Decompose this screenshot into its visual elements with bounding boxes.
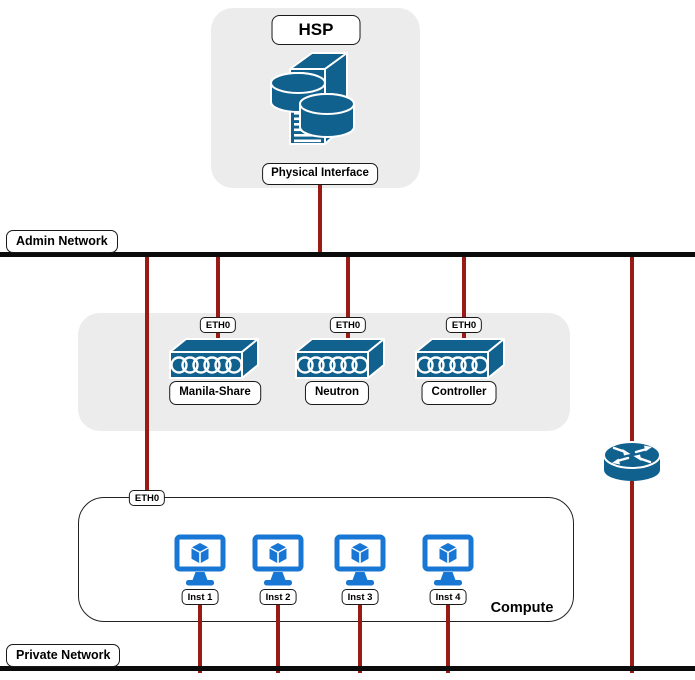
router-icon xyxy=(603,441,661,481)
vm-monitor-icon-inst2 xyxy=(252,534,304,586)
physical-interface-label: Physical Interface xyxy=(262,163,378,185)
wire-admin-to-manila xyxy=(216,255,220,345)
compute-box xyxy=(78,497,574,622)
switch-icon-manila xyxy=(169,338,259,379)
wire-admin-to-controller xyxy=(462,255,466,345)
eth0-label-controller: ETH0 xyxy=(445,317,483,334)
inst3-label: Inst 3 xyxy=(341,589,379,606)
private-network-label: Private Network xyxy=(6,644,121,667)
inst2-label: Inst 2 xyxy=(259,589,297,606)
admin-network-bus xyxy=(0,252,695,257)
wire-inst2-to-private xyxy=(276,603,280,673)
admin-network-label: Admin Network xyxy=(6,230,118,253)
wire-inst4-to-private xyxy=(446,603,450,673)
vm-monitor-icon-inst1 xyxy=(174,534,226,586)
switch-name-manila: Manila-Share xyxy=(169,381,261,405)
vm-monitor-icon-inst3 xyxy=(334,534,386,586)
wire-admin-to-neutron xyxy=(346,255,350,345)
storage-server-icon xyxy=(270,52,355,145)
wire-hsp-to-admin xyxy=(318,182,322,255)
wire-inst1-to-private xyxy=(198,603,202,673)
eth0-label-neutron: ETH0 xyxy=(329,317,367,334)
switch-icon-neutron xyxy=(295,338,385,379)
switch-name-neutron: Neutron xyxy=(304,381,370,405)
eth0-label-compute: ETH0 xyxy=(128,490,166,507)
switch-name-controller: Controller xyxy=(421,381,497,405)
inst1-label: Inst 1 xyxy=(181,589,219,606)
wire-admin-to-compute xyxy=(145,255,149,498)
switch-icon-controller xyxy=(415,338,505,379)
private-network-bus xyxy=(0,666,695,671)
vm-monitor-icon-inst4 xyxy=(422,534,474,586)
hsp-label: HSP xyxy=(271,15,361,46)
inst4-label: Inst 4 xyxy=(429,589,467,606)
eth0-label-manila: ETH0 xyxy=(199,317,237,334)
compute-caption: Compute xyxy=(490,600,554,616)
wire-inst3-to-private xyxy=(358,603,362,673)
